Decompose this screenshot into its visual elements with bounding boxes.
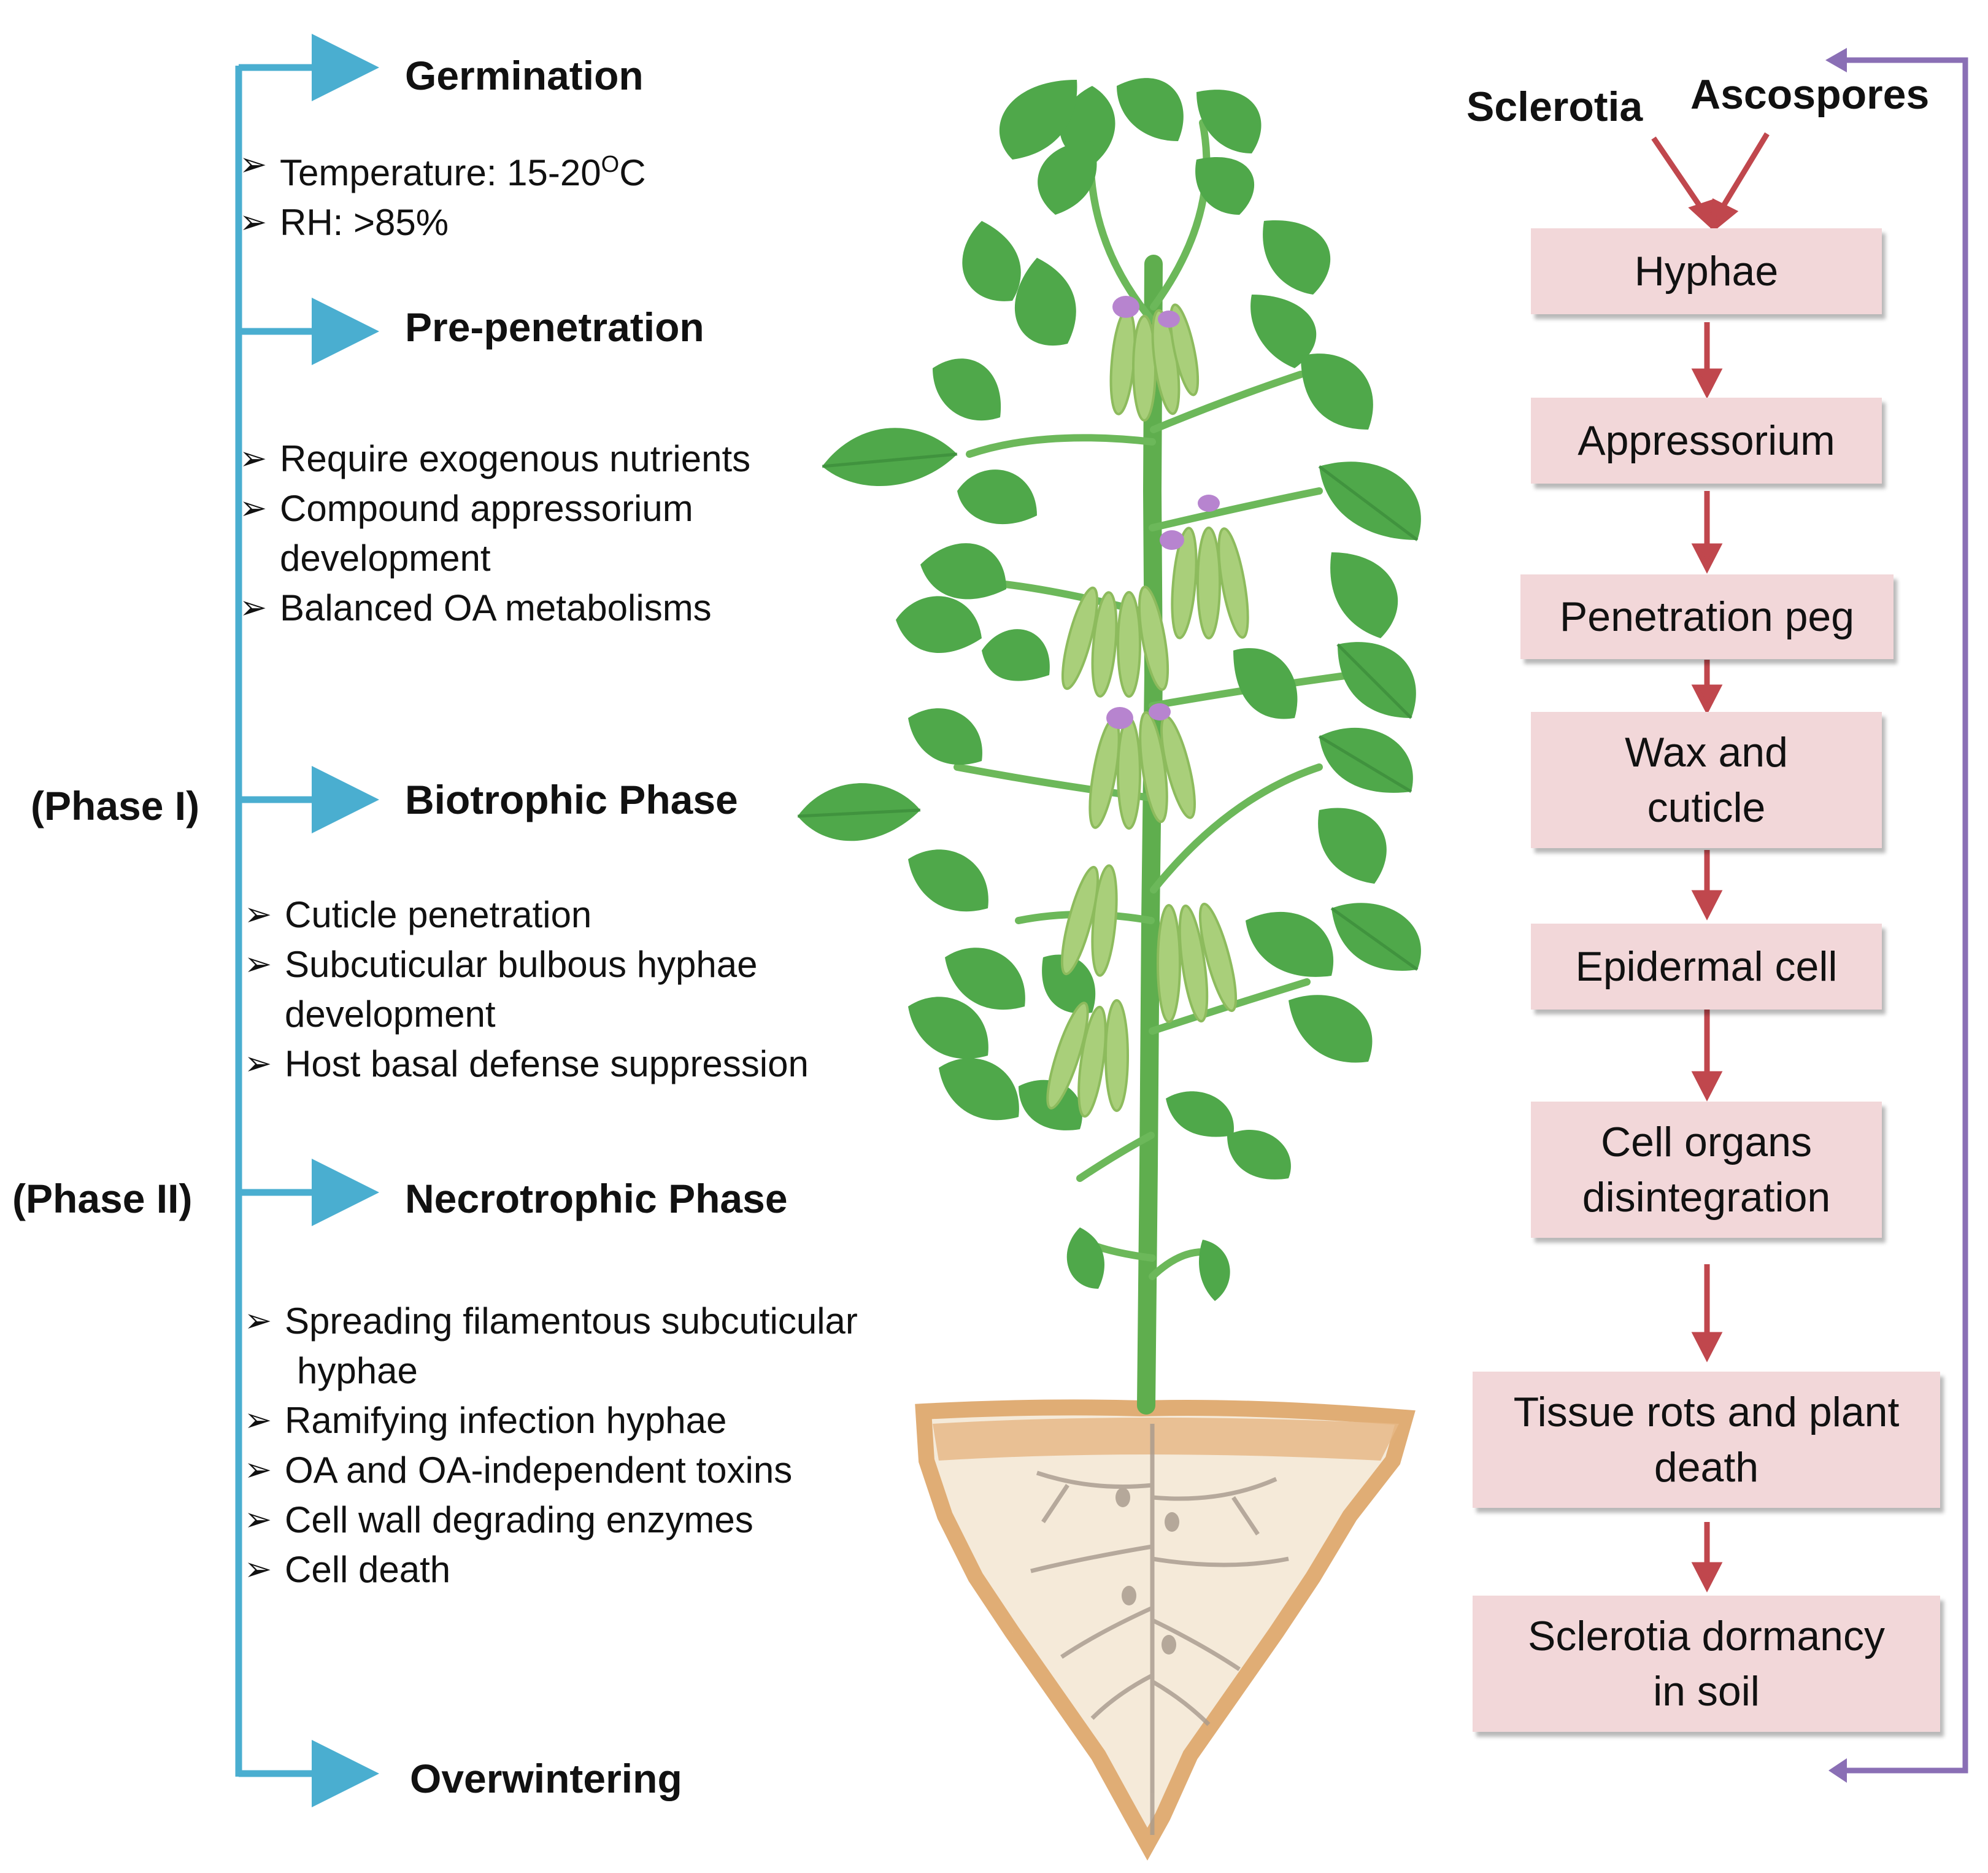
flow-step-hyphae: Hyphae xyxy=(1531,228,1882,314)
list-item: ➢Ramifying infection hyphae xyxy=(244,1400,727,1441)
list-item: ➢Cell wall degrading enzymes xyxy=(244,1499,753,1540)
flow-step-tissue-rots: Tissue rots and plant death xyxy=(1473,1372,1940,1508)
stage-title-biotrophic: Biotrophic Phase xyxy=(405,777,738,822)
flow-arrows xyxy=(1651,132,1770,1593)
phase-label-2: (Phase II) xyxy=(12,1176,193,1221)
list-item: ➢RH: >85% xyxy=(239,202,449,243)
flow-step-cell-organs: Cell organs disintegration xyxy=(1531,1102,1882,1238)
list-item: ➢Compound appressorium xyxy=(239,488,693,529)
list-item: ➢OA and OA-independent toxins xyxy=(244,1450,793,1491)
stage-title-germination: Germination xyxy=(405,53,644,98)
germination-conditions: ➢Temperature: 15-20OC ➢RH: >85% xyxy=(239,140,646,247)
necrotrophic-bullets: ➢Spreading filamentous subcuticular hyph… xyxy=(244,1296,858,1594)
list-item: ➢Cell death xyxy=(244,1549,451,1590)
source-ascospores: Ascospores xyxy=(1690,71,1930,118)
loop-arrow xyxy=(1835,57,1968,1774)
stage-title-overwintering: Overwintering xyxy=(410,1756,682,1801)
stage-title-prepenetration: Pre-penetration xyxy=(405,304,704,350)
flow-step-appressorium: Appressorium xyxy=(1531,398,1882,484)
list-item: ➢Subcuticular bulbous hyphae xyxy=(244,944,758,985)
list-item: ➢Require exogenous nutrients xyxy=(239,438,751,479)
prepenetration-bullets: ➢Require exogenous nutrients ➢Compound a… xyxy=(239,434,750,633)
flow-step-sclerotia-dormancy: Sclerotia dormancy in soil xyxy=(1473,1596,1940,1732)
list-item: ➢Spreading filamentous subcuticular xyxy=(244,1300,858,1342)
biotrophic-bullets: ➢Cuticle penetration ➢Subcuticular bulbo… xyxy=(244,890,809,1089)
list-item: ➢Temperature: 15-20OC xyxy=(239,146,646,193)
loop-arrowhead-top xyxy=(1825,48,1847,72)
list-item: development xyxy=(280,538,491,579)
list-item: ➢Host basal defense suppression xyxy=(244,1043,809,1084)
stage-title-necrotrophic: Necrotrophic Phase xyxy=(405,1176,788,1221)
phase-label-1: (Phase I) xyxy=(31,783,200,828)
flow-step-wax-cuticle: Wax and cuticle xyxy=(1531,712,1882,848)
flow-step-epidermal-cell: Epidermal cell xyxy=(1531,924,1882,1010)
source-sclerotia: Sclerotia xyxy=(1466,83,1643,130)
loop-arrowhead-bottom xyxy=(1828,1758,1847,1783)
flow-step-penetration-peg: Penetration peg xyxy=(1520,574,1894,659)
list-item: hyphae xyxy=(297,1350,418,1391)
list-item: development xyxy=(285,994,496,1035)
list-item: ➢Cuticle penetration xyxy=(244,894,592,935)
list-item: ➢Balanced OA metabolisms xyxy=(239,587,712,628)
